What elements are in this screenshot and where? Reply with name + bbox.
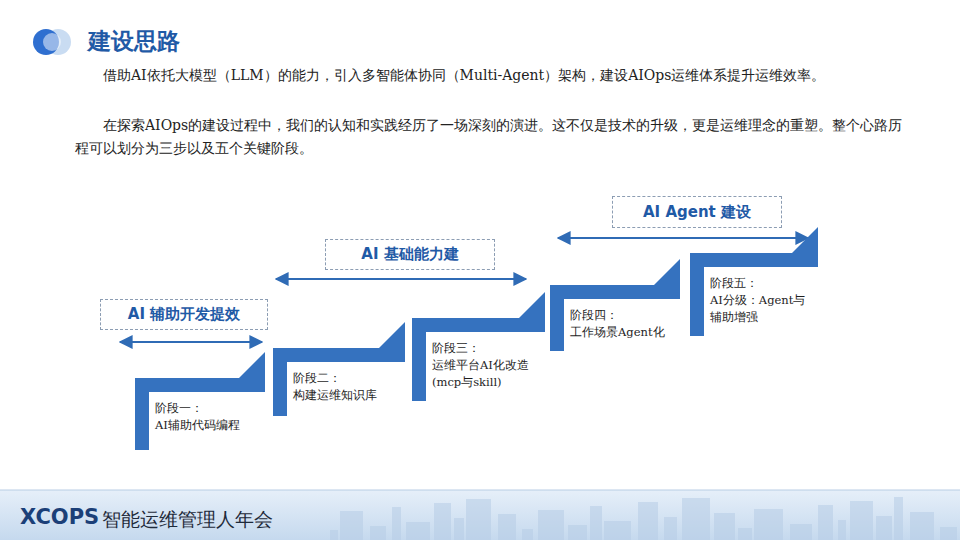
skyline-building — [522, 529, 533, 540]
stair-wedge — [519, 292, 545, 318]
skyline-building — [940, 527, 957, 540]
skyline-building — [454, 518, 464, 540]
phase-box: AI 辅助开发提效 — [100, 299, 268, 330]
span-arrow — [276, 278, 526, 280]
skyline-building — [850, 501, 873, 540]
stage-text: AI分级：Agent与辅助增强 — [710, 292, 812, 326]
stage-number: 阶段二： — [293, 370, 399, 387]
stage-step: 阶段五：AI分级：Agent与辅助增强 — [690, 253, 818, 336]
span-arrow — [120, 341, 262, 343]
phase-box: AI 基础能力建 — [325, 239, 495, 270]
skyline-building — [754, 509, 783, 540]
skyline — [330, 497, 957, 540]
span-arrow — [558, 237, 808, 239]
stair-wedge — [379, 322, 405, 348]
skyline-building — [466, 499, 491, 540]
skyline-building — [738, 528, 752, 540]
stage-step: 阶段二：构建运维知识库 — [273, 348, 405, 416]
skyline-building — [818, 505, 833, 540]
stair-wedge — [379, 322, 405, 348]
skyline-building — [714, 513, 735, 540]
skyline-building — [910, 512, 934, 540]
stage-text: 运维平台AI化改造 (mcp与skill) — [432, 357, 539, 391]
footer-band — [0, 490, 960, 540]
phase-box: AI Agent 建设 — [612, 196, 782, 228]
stair-wedge — [654, 259, 680, 285]
skyline-building — [638, 502, 658, 540]
stair-wedge — [239, 352, 265, 378]
stage-number: 阶段四： — [570, 307, 674, 324]
skyline-building — [604, 521, 631, 540]
skyline-building — [664, 517, 677, 540]
stage-number: 阶段一： — [155, 400, 259, 417]
skyline-building — [682, 498, 710, 540]
intro-paragraph: 在探索AIOps的建设过程中，我们的认知和实践经历了一场深刻的演进。这不仅是技术… — [75, 114, 905, 160]
skyline-building — [894, 497, 903, 540]
footer-line — [0, 490, 960, 491]
skyline-building — [790, 524, 812, 540]
stage-step: 阶段三：运维平台AI化改造 (mcp与skill) — [412, 318, 545, 401]
skyline-building — [392, 507, 401, 540]
stage-text: 工作场景Agent化 — [570, 324, 674, 341]
footer-event: 智能运维管理人年会 — [102, 507, 273, 533]
skyline-building — [330, 530, 338, 540]
stage-text: AI辅助代码编程 — [155, 417, 259, 434]
phase-label: AI Agent 建设 — [643, 203, 751, 222]
skyline-building — [434, 503, 451, 540]
skyline-building — [406, 522, 430, 540]
skyline-building — [590, 506, 602, 540]
skyline-building — [538, 510, 564, 540]
phase-label: AI 基础能力建 — [361, 245, 458, 264]
stair-wedge — [239, 352, 265, 378]
stage-step: 阶段四：工作场景Agent化 — [550, 285, 680, 351]
stage-text: 构建运维知识库 — [293, 387, 399, 404]
intro-paragraph: 借助AI依托大模型（LLM）的能力，引入多智能体协同（Multi-Agent）架… — [75, 64, 905, 87]
skyline-building — [838, 520, 846, 540]
skyline-building — [498, 514, 516, 540]
skyline-building — [568, 525, 587, 540]
skyline-building — [876, 516, 892, 540]
title-icon — [43, 33, 61, 51]
stage-number: 阶段五： — [710, 275, 812, 292]
skyline-building — [370, 526, 386, 540]
phase-label: AI 辅助开发提效 — [128, 305, 240, 324]
stair-wedge — [654, 259, 680, 285]
stage-number: 阶段三： — [432, 340, 539, 357]
stair-wedge — [792, 227, 818, 253]
page-title: 建设思路 — [88, 26, 180, 57]
stair-wedge — [519, 292, 545, 318]
footer-brand: XCOPS — [20, 505, 99, 529]
stage-step: 阶段一：AI辅助代码编程 — [135, 378, 265, 450]
stair-wedge — [792, 227, 818, 253]
skyline-building — [340, 511, 363, 540]
